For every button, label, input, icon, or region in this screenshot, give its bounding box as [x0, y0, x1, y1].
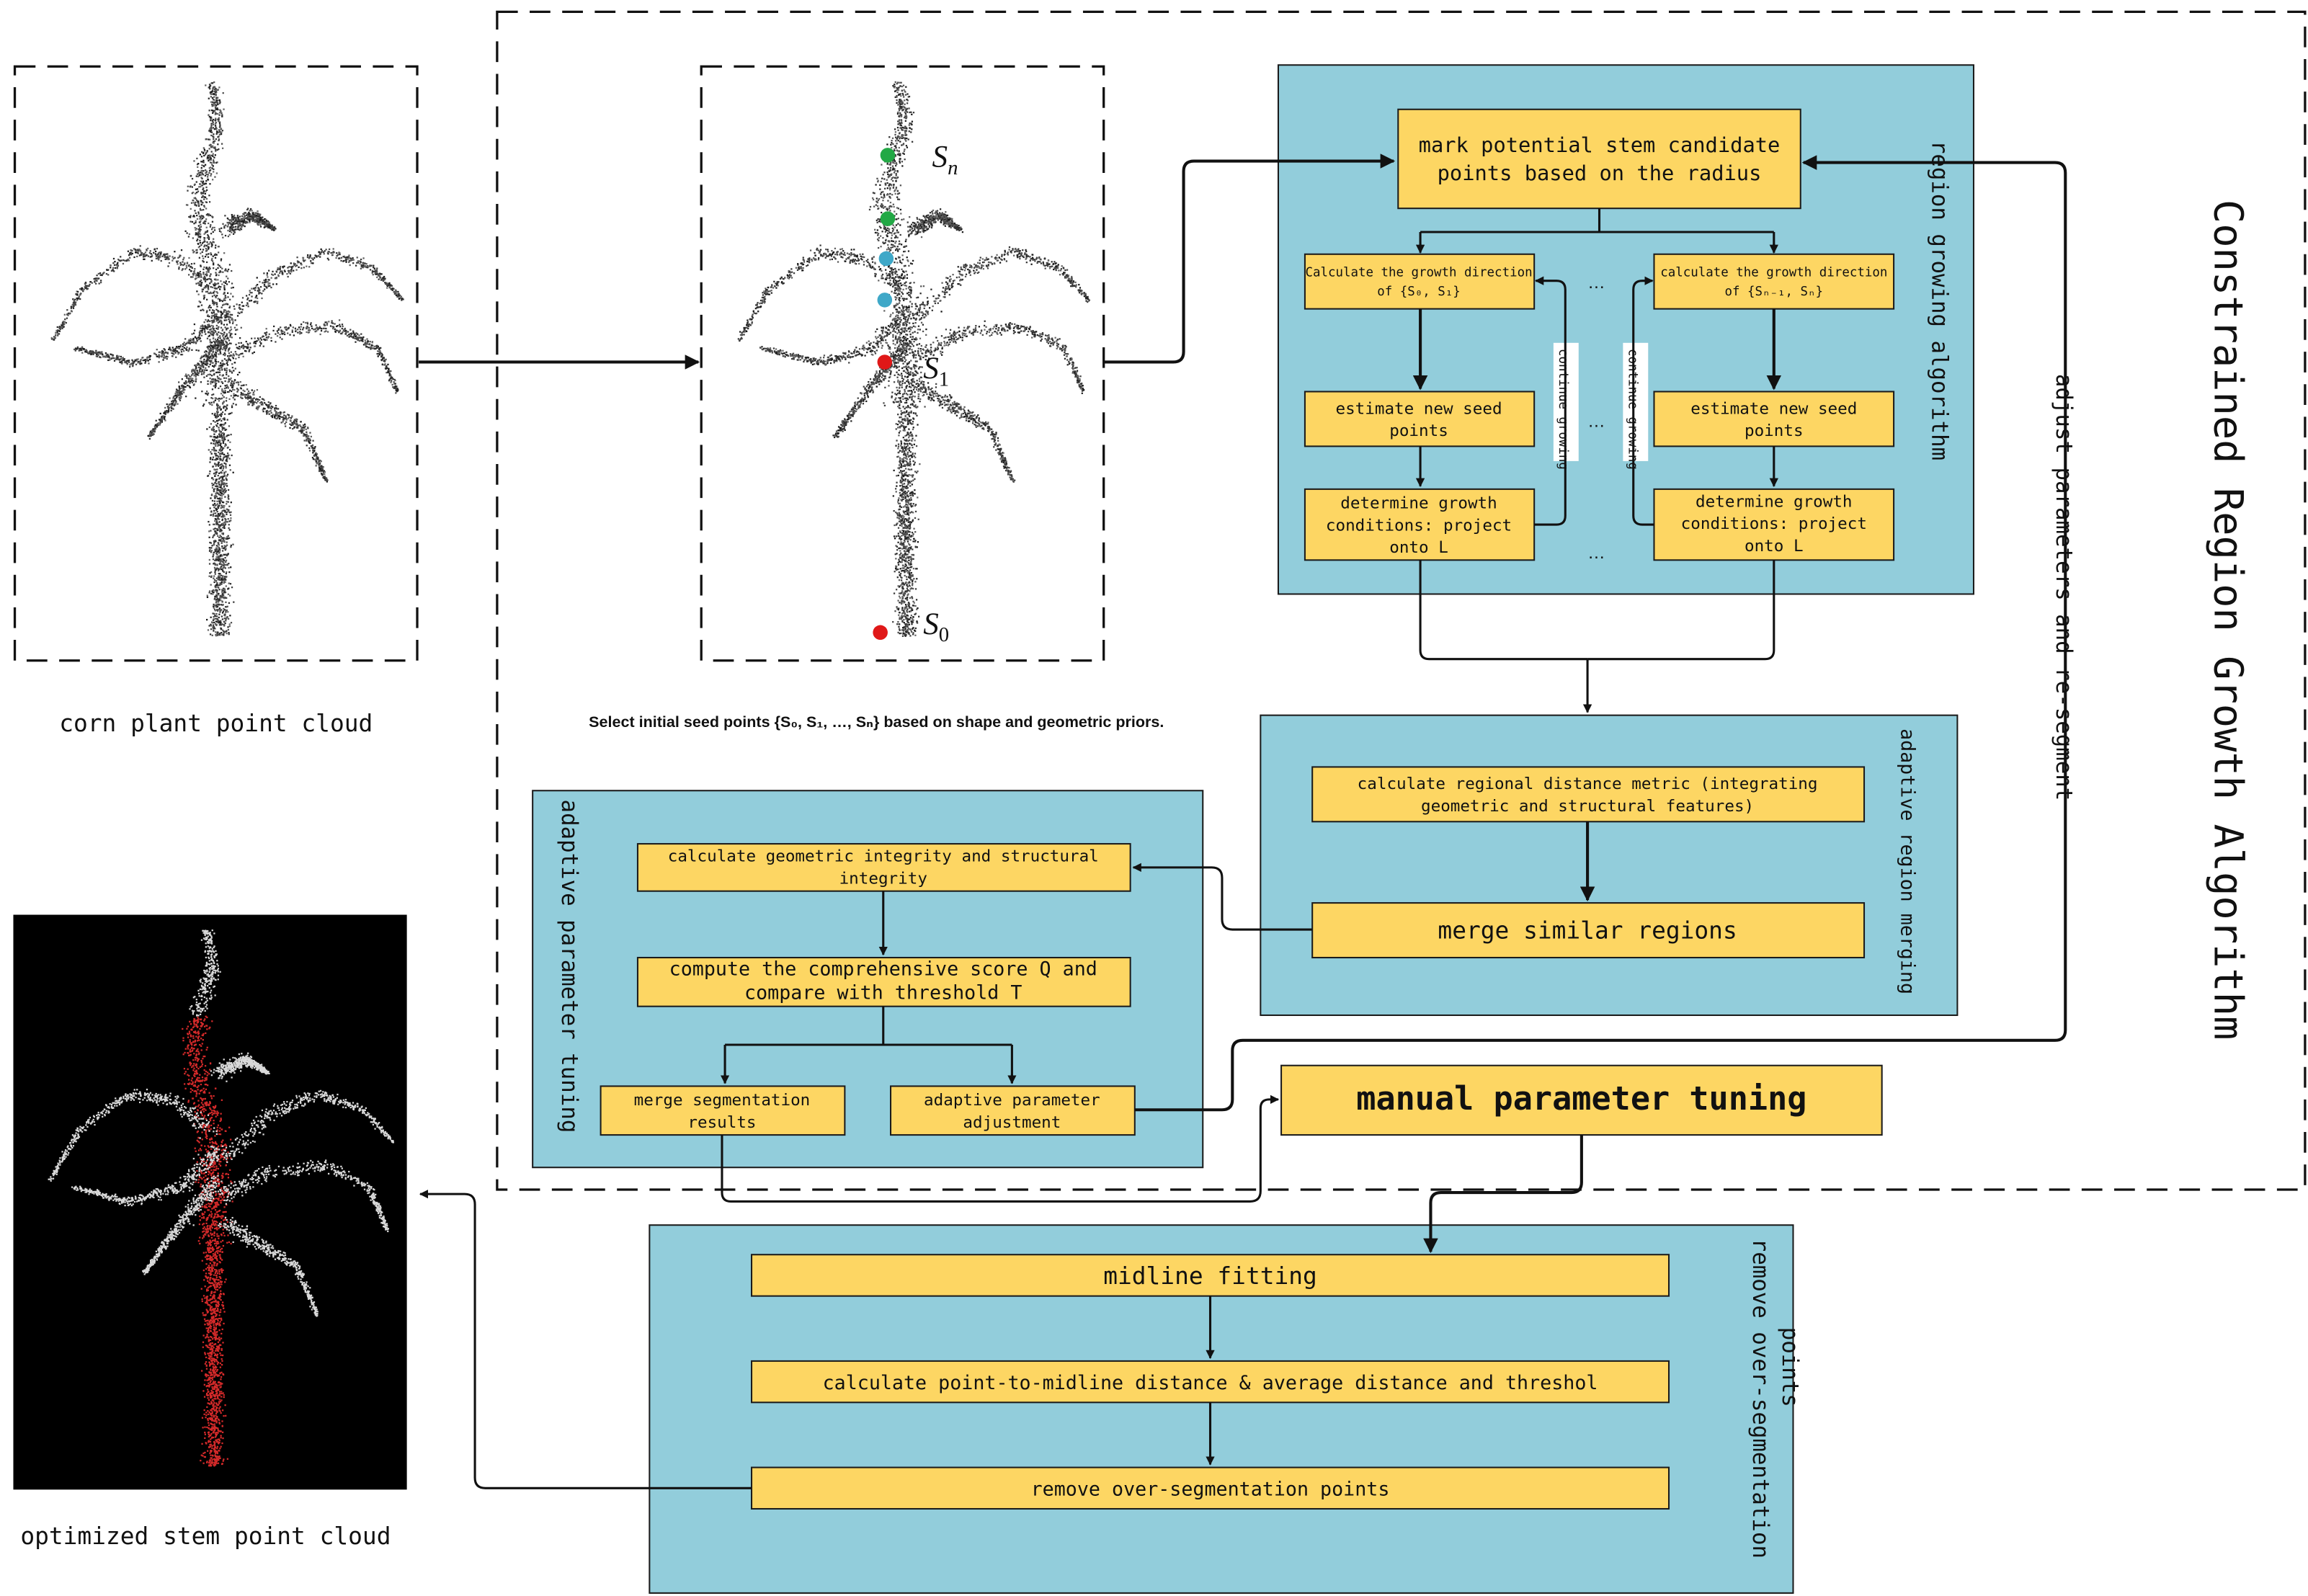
distance-metric-box	[1311, 766, 1866, 823]
seed-point	[877, 293, 893, 308]
remove-points-box	[751, 1466, 1670, 1510]
parameter-adjustment-box	[890, 1085, 1136, 1136]
merge-regions-text: merge similar regions	[1438, 917, 1737, 944]
seed-point-s0	[873, 625, 888, 641]
growth-direction-right-box	[1653, 253, 1895, 310]
seed-label-s0: S0	[923, 607, 949, 646]
parameter-tuning-title: adaptive parameter tuning	[556, 800, 582, 1133]
seed-point	[880, 211, 896, 226]
input-cloud-frame	[13, 65, 419, 662]
ellipsis: …	[1587, 273, 1605, 293]
main-title: Constrained Region Growth Algorithm	[2205, 200, 2251, 1040]
ellipsis: …	[1587, 412, 1605, 432]
estimate-seeds-right-box	[1653, 391, 1895, 447]
merge-results-box	[600, 1085, 846, 1136]
output-point-cloud-image	[48, 929, 394, 1467]
growth-direction-left-box	[1304, 253, 1536, 310]
ellipsis: …	[1587, 543, 1605, 563]
seed-label-sn: Sn	[932, 141, 958, 179]
manual-tuning-text: manual parameter tuning	[1356, 1079, 1806, 1118]
distance-text: calculate point-to-midline distance & av…	[823, 1372, 1598, 1394]
algorithm-frame	[496, 10, 2307, 1191]
distance-box	[751, 1360, 1670, 1404]
seed-point-cloud-image	[737, 81, 1090, 637]
region-merging-title: adaptive region merging	[1896, 728, 1918, 994]
seed-point-s1	[877, 355, 893, 370]
seed-caption: Select initial seed points {S₀, S₁, …, S…	[589, 713, 1164, 731]
midline-text: midline fitting	[1103, 1262, 1317, 1290]
seed-point	[878, 251, 894, 267]
integrity-text: calculate geometric integrity and struct…	[668, 847, 1099, 888]
region-growing-title: region growing algorithm	[1926, 141, 1952, 460]
estimate-seeds-left-box	[1304, 391, 1536, 447]
adjust-label: adjust parameters and re-segment	[2051, 374, 2077, 801]
distance-metric-text: calculate regional distance metric (inte…	[1358, 775, 1818, 816]
input-point-cloud-image	[50, 81, 404, 637]
seed-point-sn	[880, 148, 896, 163]
continue-growing-left-label: continue growing	[1556, 349, 1570, 470]
seed-label-s1: S1	[923, 352, 949, 391]
remove-points-text: remove over-segmentation points	[1031, 1479, 1390, 1501]
input-cloud-label: corn plant point cloud	[59, 710, 373, 737]
connectors	[419, 153, 2067, 1489]
mark-candidates-box	[1397, 108, 1801, 210]
integrity-box	[636, 843, 1131, 892]
score-box	[636, 956, 1131, 1007]
growth-conditions-left-box	[1304, 488, 1536, 561]
merge-regions-box	[1311, 902, 1866, 959]
region-merging-panel	[1260, 714, 1959, 1017]
manual-tuning-box	[1280, 1064, 1883, 1136]
continue-growing-right-label-bg	[1623, 342, 1649, 461]
output-cloud-label: optimized stem point cloud	[20, 1523, 391, 1550]
